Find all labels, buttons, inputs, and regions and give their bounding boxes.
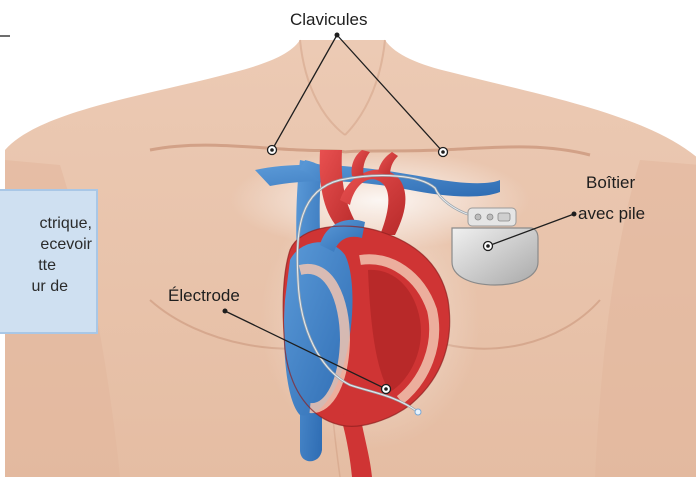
label-boitier-line-2: avec pile [578, 205, 645, 222]
info-box-line-3: tte [38, 258, 56, 274]
label-boitier-line-1: Boîtier [586, 174, 635, 191]
info-box: ctrique, ecevoir tte ur de [0, 189, 98, 334]
info-box-line-2: ecevoir [40, 237, 92, 253]
label-clavicules: Clavicules [290, 11, 367, 28]
info-box-line-1: ctrique, [40, 216, 92, 232]
label-electrode: Électrode [168, 287, 240, 304]
info-box-line-4: ur de [32, 279, 68, 295]
